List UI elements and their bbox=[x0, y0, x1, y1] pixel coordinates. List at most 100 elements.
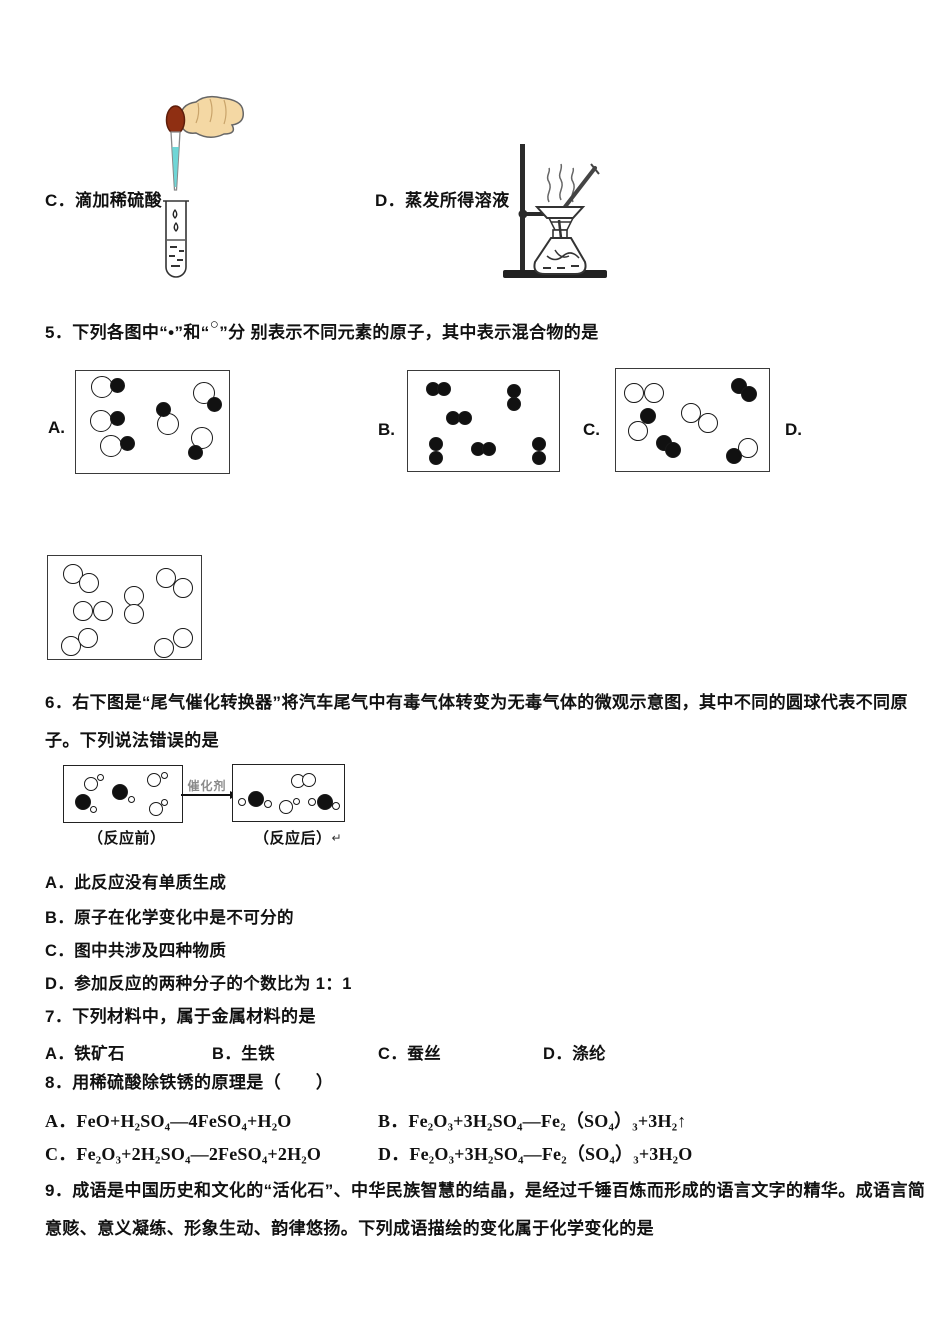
filled-atom bbox=[75, 794, 91, 810]
filled-atom bbox=[187, 444, 203, 460]
filled-atom bbox=[429, 451, 443, 465]
q6-text-line1: 6．右下图是“尾气催化转换器”将汽车尾气中有毒气体转变为无毒气体的微观示意图，其… bbox=[45, 693, 908, 712]
filled-atom bbox=[726, 448, 742, 464]
dropper-liquid bbox=[172, 147, 179, 187]
open-atom bbox=[238, 798, 246, 806]
open-atom bbox=[93, 601, 113, 621]
open-atom bbox=[124, 586, 144, 606]
open-atom bbox=[279, 800, 293, 814]
q5-option-a-label: A. bbox=[48, 418, 65, 437]
filled-atom bbox=[482, 442, 496, 456]
glass-rod-tip bbox=[590, 163, 600, 175]
open-atom bbox=[127, 795, 135, 803]
dropper-bulb bbox=[165, 105, 186, 135]
open-atom bbox=[738, 438, 758, 458]
q9-text-line1: 9．成语是中国历史和文化的“活化石”、中华民族智慧的结晶，是经过千锤百炼而形成的… bbox=[45, 1181, 926, 1200]
open-atom bbox=[149, 802, 163, 816]
falling-drop bbox=[172, 208, 178, 219]
q5-diagram-d bbox=[47, 555, 202, 660]
open-atom bbox=[73, 601, 93, 621]
open-atom bbox=[173, 578, 193, 598]
glass-rod bbox=[559, 166, 597, 214]
finger-lines bbox=[195, 98, 227, 125]
q5-diagram-c bbox=[615, 368, 770, 472]
open-atom bbox=[90, 410, 112, 432]
open-atom bbox=[154, 638, 174, 658]
filled-atom bbox=[532, 437, 546, 451]
open-atom bbox=[160, 798, 168, 806]
q8-option-c: C．Fe₂O₃+2H₂SO₄—2FeSO₄+2H₂O bbox=[45, 1144, 322, 1164]
open-atom bbox=[628, 421, 648, 441]
open-atom bbox=[332, 802, 340, 810]
filled-atom bbox=[109, 377, 125, 393]
catalyst-label: 催化剂 bbox=[187, 779, 227, 793]
filled-atom bbox=[109, 410, 125, 426]
dropper-into-test-tube-figure bbox=[163, 95, 245, 278]
filled-atom bbox=[665, 442, 681, 458]
after-caption-text: （反应后） bbox=[254, 830, 332, 847]
liquid-shading-dashes bbox=[169, 246, 184, 267]
q9-text-line2: 意赅、意义凝练、形象生动、韵律悠扬。下列成语描绘的变化属于化学变化的是 bbox=[45, 1219, 654, 1238]
before-reaction-caption: （反应前） bbox=[88, 830, 166, 847]
open-atom bbox=[124, 604, 144, 624]
open-atom bbox=[147, 773, 161, 787]
test-tube bbox=[165, 201, 187, 278]
open-atom bbox=[96, 773, 104, 781]
filled-atom bbox=[507, 384, 521, 398]
q6-after-reaction-box bbox=[232, 764, 345, 822]
q8-option-b: B．Fe₂O₃+3H₂SO₄—Fe₂（SO₄）₃+3H₂↑ bbox=[378, 1111, 687, 1131]
open-atom bbox=[308, 798, 316, 806]
falling-drop bbox=[173, 221, 179, 232]
q5-diagram-a bbox=[75, 370, 230, 474]
open-atom bbox=[644, 383, 664, 403]
q5-diagram-b bbox=[407, 370, 560, 472]
filled-atom bbox=[155, 401, 171, 417]
lamp-wick bbox=[557, 219, 563, 239]
open-atom bbox=[160, 771, 168, 779]
filled-atom bbox=[532, 451, 546, 465]
q6-text-line2: 子。下列说法错误的是 bbox=[45, 731, 219, 750]
clamp-knob bbox=[518, 209, 528, 219]
filled-atom bbox=[248, 791, 264, 807]
q6-option-a: A．此反应没有单质生成 bbox=[45, 874, 227, 892]
evaporation-apparatus-figure bbox=[503, 144, 607, 278]
q7-option-c: C．蚕丝 bbox=[378, 1045, 442, 1063]
open-circle-symbol: ○ bbox=[209, 316, 220, 333]
filled-atom bbox=[458, 411, 472, 425]
lamp-liquid-squiggle bbox=[546, 249, 580, 261]
stand-rod bbox=[520, 144, 525, 272]
open-atom bbox=[681, 403, 701, 423]
filled-atom bbox=[429, 437, 443, 451]
stand-clamp bbox=[520, 212, 554, 216]
steam-wisps bbox=[546, 163, 575, 203]
filled-atom bbox=[507, 397, 521, 411]
q5-option-d-label: D. bbox=[785, 420, 802, 439]
q8-option-d: D．Fe₂O₃+3H₂SO₄—Fe₂（SO₄）₃+3H₂O bbox=[378, 1144, 693, 1164]
filled-atom bbox=[119, 435, 135, 451]
filled-atom bbox=[206, 396, 222, 412]
q5-text-pre: 5．下列各图中“•”和“ bbox=[45, 323, 210, 342]
q4-option-c: C．滴加稀硫酸 bbox=[45, 191, 163, 210]
after-reaction-caption: （反应后）↵ bbox=[254, 827, 342, 848]
filled-atom bbox=[112, 784, 128, 800]
paragraph-return-mark: ↵ bbox=[331, 831, 343, 845]
q5-text: 5．下列各图中“•”和“○”分 别表示不同元素的原子，其中表示混合物的是 bbox=[45, 316, 599, 345]
q5-option-c-label: C. bbox=[583, 420, 600, 439]
filled-atom bbox=[640, 408, 656, 424]
q6-before-reaction-box bbox=[63, 765, 183, 823]
q7-text: 7．下列材料中，属于金属材料的是 bbox=[45, 1007, 316, 1026]
q6-option-c: C．图中共涉及四种物质 bbox=[45, 942, 227, 960]
q8-text: 8．用稀硫酸除铁锈的原理是（ ） bbox=[45, 1073, 334, 1092]
open-atom bbox=[78, 628, 98, 648]
filled-atom bbox=[437, 382, 451, 396]
q7-option-b: B．生铁 bbox=[212, 1045, 276, 1063]
q7-option-d: D．涤纶 bbox=[543, 1045, 607, 1063]
open-atom bbox=[292, 797, 300, 805]
filled-atom bbox=[741, 386, 757, 402]
open-atom bbox=[156, 568, 176, 588]
open-atom bbox=[624, 383, 644, 403]
open-atom bbox=[698, 413, 718, 433]
open-atom bbox=[89, 805, 97, 813]
open-atom bbox=[173, 628, 193, 648]
